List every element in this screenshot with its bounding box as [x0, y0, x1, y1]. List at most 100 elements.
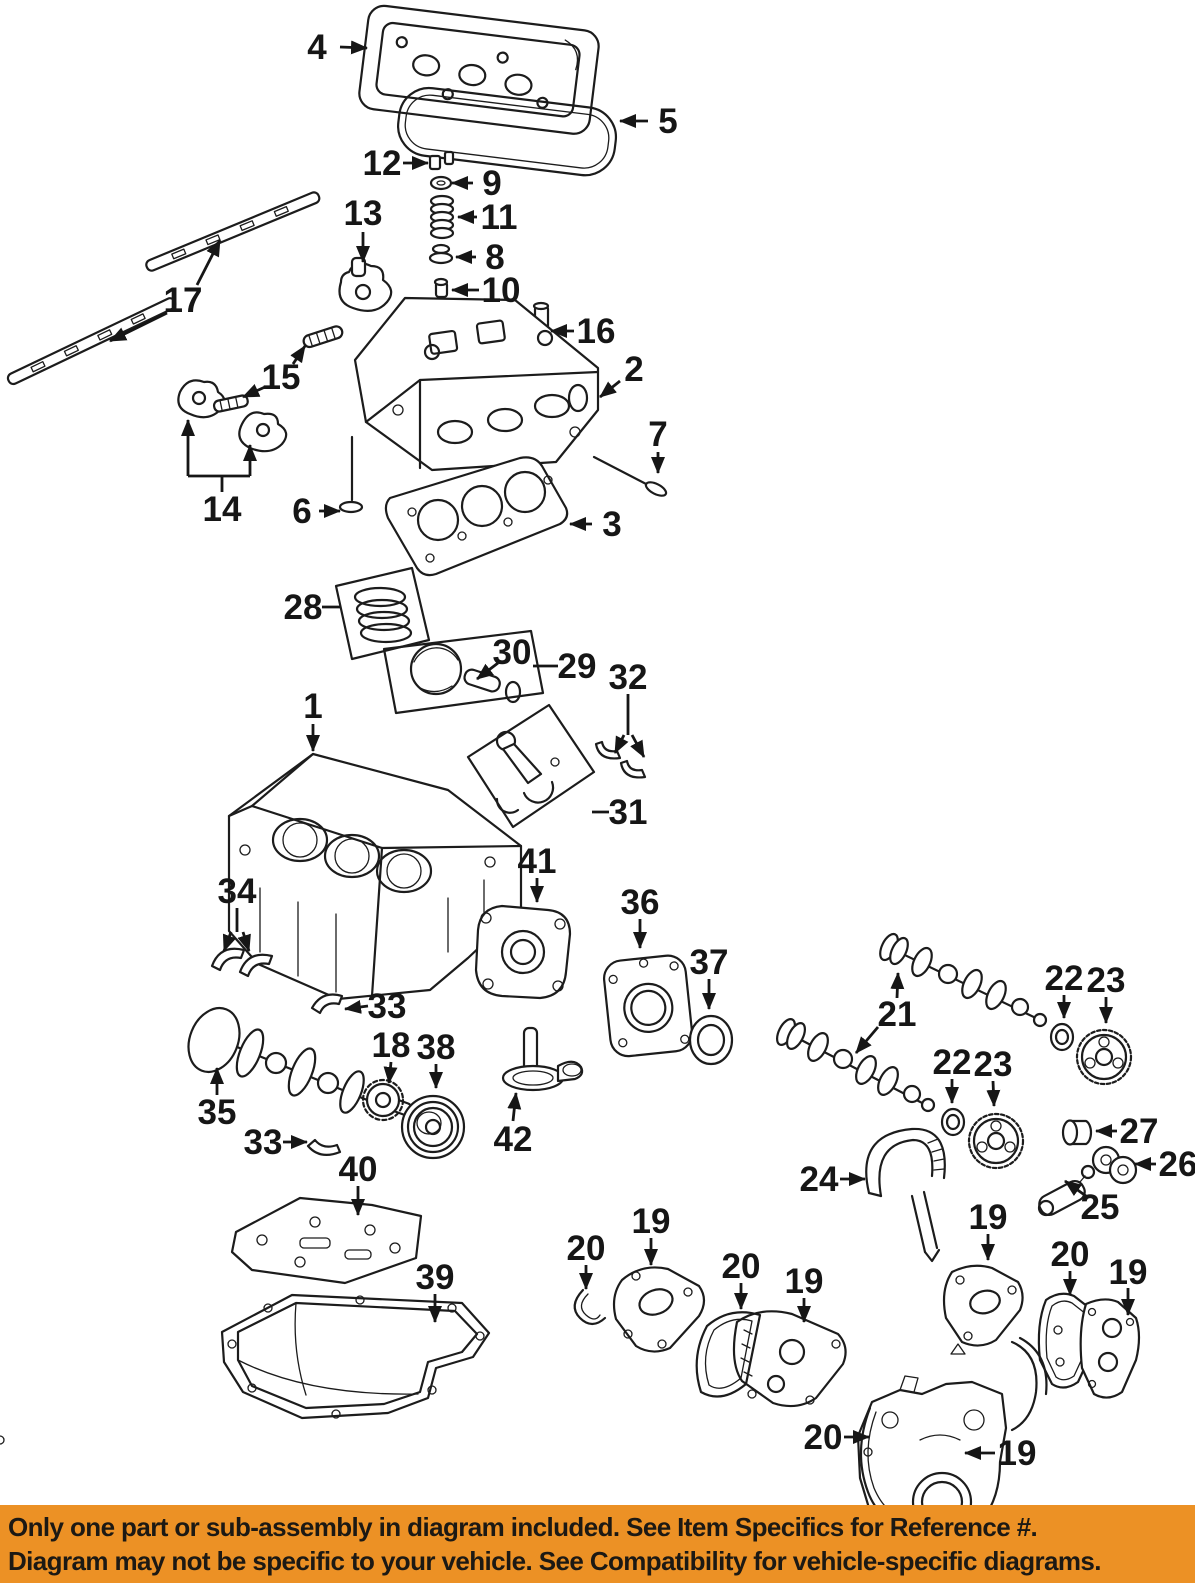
callout-label-20-48: 20: [1051, 1235, 1090, 1274]
crankshaft-seal-part: [688, 1014, 734, 1066]
callout-label-6-12: 6: [292, 492, 311, 531]
callout-label-18-27: 18: [372, 1026, 411, 1065]
callout-label-32-19: 32: [609, 658, 648, 697]
callout-label-29-18: 29: [558, 647, 597, 686]
cam-seal-front-part: [940, 1107, 966, 1137]
notice-line-1: Only one part or sub-assembly in diagram…: [8, 1512, 1038, 1542]
cam-sprocket-front-part: [967, 1112, 1025, 1170]
callout-label-33-31: 33: [244, 1123, 283, 1162]
callout-label-24-42: 24: [800, 1160, 839, 1199]
callout-label-35-29: 35: [198, 1093, 237, 1132]
callout-label-17-9: 17: [164, 281, 203, 320]
callout-label-4-0: 4: [307, 28, 327, 67]
callout-label-20-50: 20: [804, 1418, 843, 1457]
callout-label-5-1: 5: [658, 102, 677, 141]
callout-label-11-4: 11: [481, 198, 518, 237]
callout-label-26-40: 26: [1159, 1145, 1195, 1184]
valve-cover-gasket-part: [397, 86, 618, 177]
piston-ring-set-part: [334, 566, 431, 661]
camshaft-rear-part: [879, 932, 1048, 1028]
callout-label-34-22: 34: [218, 872, 257, 911]
callout-leader-25: [1064, 1179, 1087, 1198]
callout-label-19-46: 19: [785, 1262, 824, 1301]
callout-label-19-49: 19: [1109, 1253, 1148, 1292]
timing-belt-part: [865, 1127, 1048, 1432]
oil-baffle-part: [230, 1196, 423, 1285]
callout-label-31-20: 31: [609, 793, 648, 832]
callout-label-42-30: 42: [494, 1120, 533, 1159]
rocker-arm-assembly-part: [338, 256, 393, 313]
callout-label-19-51: 19: [998, 1434, 1037, 1473]
callout-label-21-34: 21: [878, 995, 917, 1034]
callout-label-38-28: 38: [417, 1028, 456, 1067]
timing-cover-gasket-upper-left-part: [573, 1288, 607, 1326]
crank-pulley-part: [400, 1094, 466, 1160]
cam-seal-rear-part: [1049, 1022, 1075, 1052]
callout-leader-30: [476, 661, 499, 681]
valve-stem-seal-part: [433, 277, 449, 299]
callout-label-14-11: 14: [203, 490, 242, 529]
callout-leader-17: [195, 239, 222, 286]
mount-bracket-part: [1091, 1145, 1138, 1185]
crank-sprocket-part: [361, 1078, 405, 1122]
piston-and-pin-part: [382, 629, 545, 715]
callout-label-13-8: 13: [344, 194, 383, 233]
callout-leader-34: [222, 931, 237, 952]
callout-label-22-37: 22: [933, 1043, 972, 1082]
cylinder-head-part: [353, 296, 600, 472]
engine-block-part: [227, 752, 523, 1001]
callout-label-20-44: 20: [567, 1229, 606, 1268]
callout-label-27-39: 27: [1120, 1112, 1159, 1151]
timing-cover-right-part: [942, 1264, 1024, 1355]
rocker-arm-parts: [177, 379, 288, 453]
connecting-rod-part: [466, 703, 596, 829]
callout-label-1-21: 1: [303, 687, 322, 726]
callout-label-36-24: 36: [621, 883, 660, 922]
callout-leader-33: [344, 999, 369, 1014]
callout-label-40-32: 40: [339, 1150, 378, 1189]
intake-valve-part: [338, 435, 364, 514]
callout-label-30-17: 30: [493, 633, 532, 672]
callout-label-41-23: 41: [518, 842, 557, 881]
callout-label-23-36: 23: [1087, 961, 1126, 1000]
callout-label-3-15: 3: [602, 505, 621, 544]
callout-label-33-26: 33: [368, 987, 407, 1026]
callout-leader-21: [890, 972, 905, 999]
callout-label-25-41: 25: [1081, 1188, 1120, 1227]
callout-leader-21: [854, 1026, 880, 1054]
dowel-part: [1061, 1119, 1093, 1146]
callout-label-22-35: 22: [1045, 959, 1084, 998]
cam-sprocket-rear-part: [1075, 1028, 1133, 1086]
main-bearing-upper-part: [310, 993, 344, 1015]
rocker-shaft-front-part: [6, 297, 177, 386]
callout-leader-34: [237, 931, 251, 952]
crankshaft-part: [187, 1007, 413, 1117]
callout-label-23-38: 23: [974, 1045, 1013, 1084]
callout-label-12-2: 12: [363, 144, 402, 183]
callout-label-20-45: 20: [722, 1247, 761, 1286]
callout-leader-23: [986, 1080, 1001, 1107]
camshaft-front-part: [775, 1018, 936, 1113]
callout-leader-32: [613, 734, 629, 754]
timing-cover-upper-left-part: [612, 1266, 706, 1353]
timing-cover-mid-part: [732, 1310, 847, 1408]
valve-cover-part: [358, 4, 600, 135]
valve-spring-seat-part: [429, 175, 453, 191]
spring-retainer-part: [428, 243, 454, 265]
callout-leader-42: [507, 1092, 522, 1122]
valve-spring-part: [429, 194, 455, 240]
callout-leader-17: [109, 311, 168, 343]
head-gasket-part: [384, 456, 569, 577]
callout-leader-32: [630, 734, 646, 758]
notice-line-2: Diagram may not be specific to your vehi…: [8, 1546, 1102, 1576]
main-bearing-lower-part: [306, 1138, 342, 1157]
callout-leader-15: [290, 345, 307, 365]
valve-keeper-part: [428, 150, 455, 171]
rear-cover-plate-part: [602, 954, 694, 1058]
oil-pickup-part: [501, 1026, 584, 1092]
callout-label-39-33: 39: [416, 1258, 455, 1297]
callout-label-10-6: 10: [482, 271, 521, 310]
